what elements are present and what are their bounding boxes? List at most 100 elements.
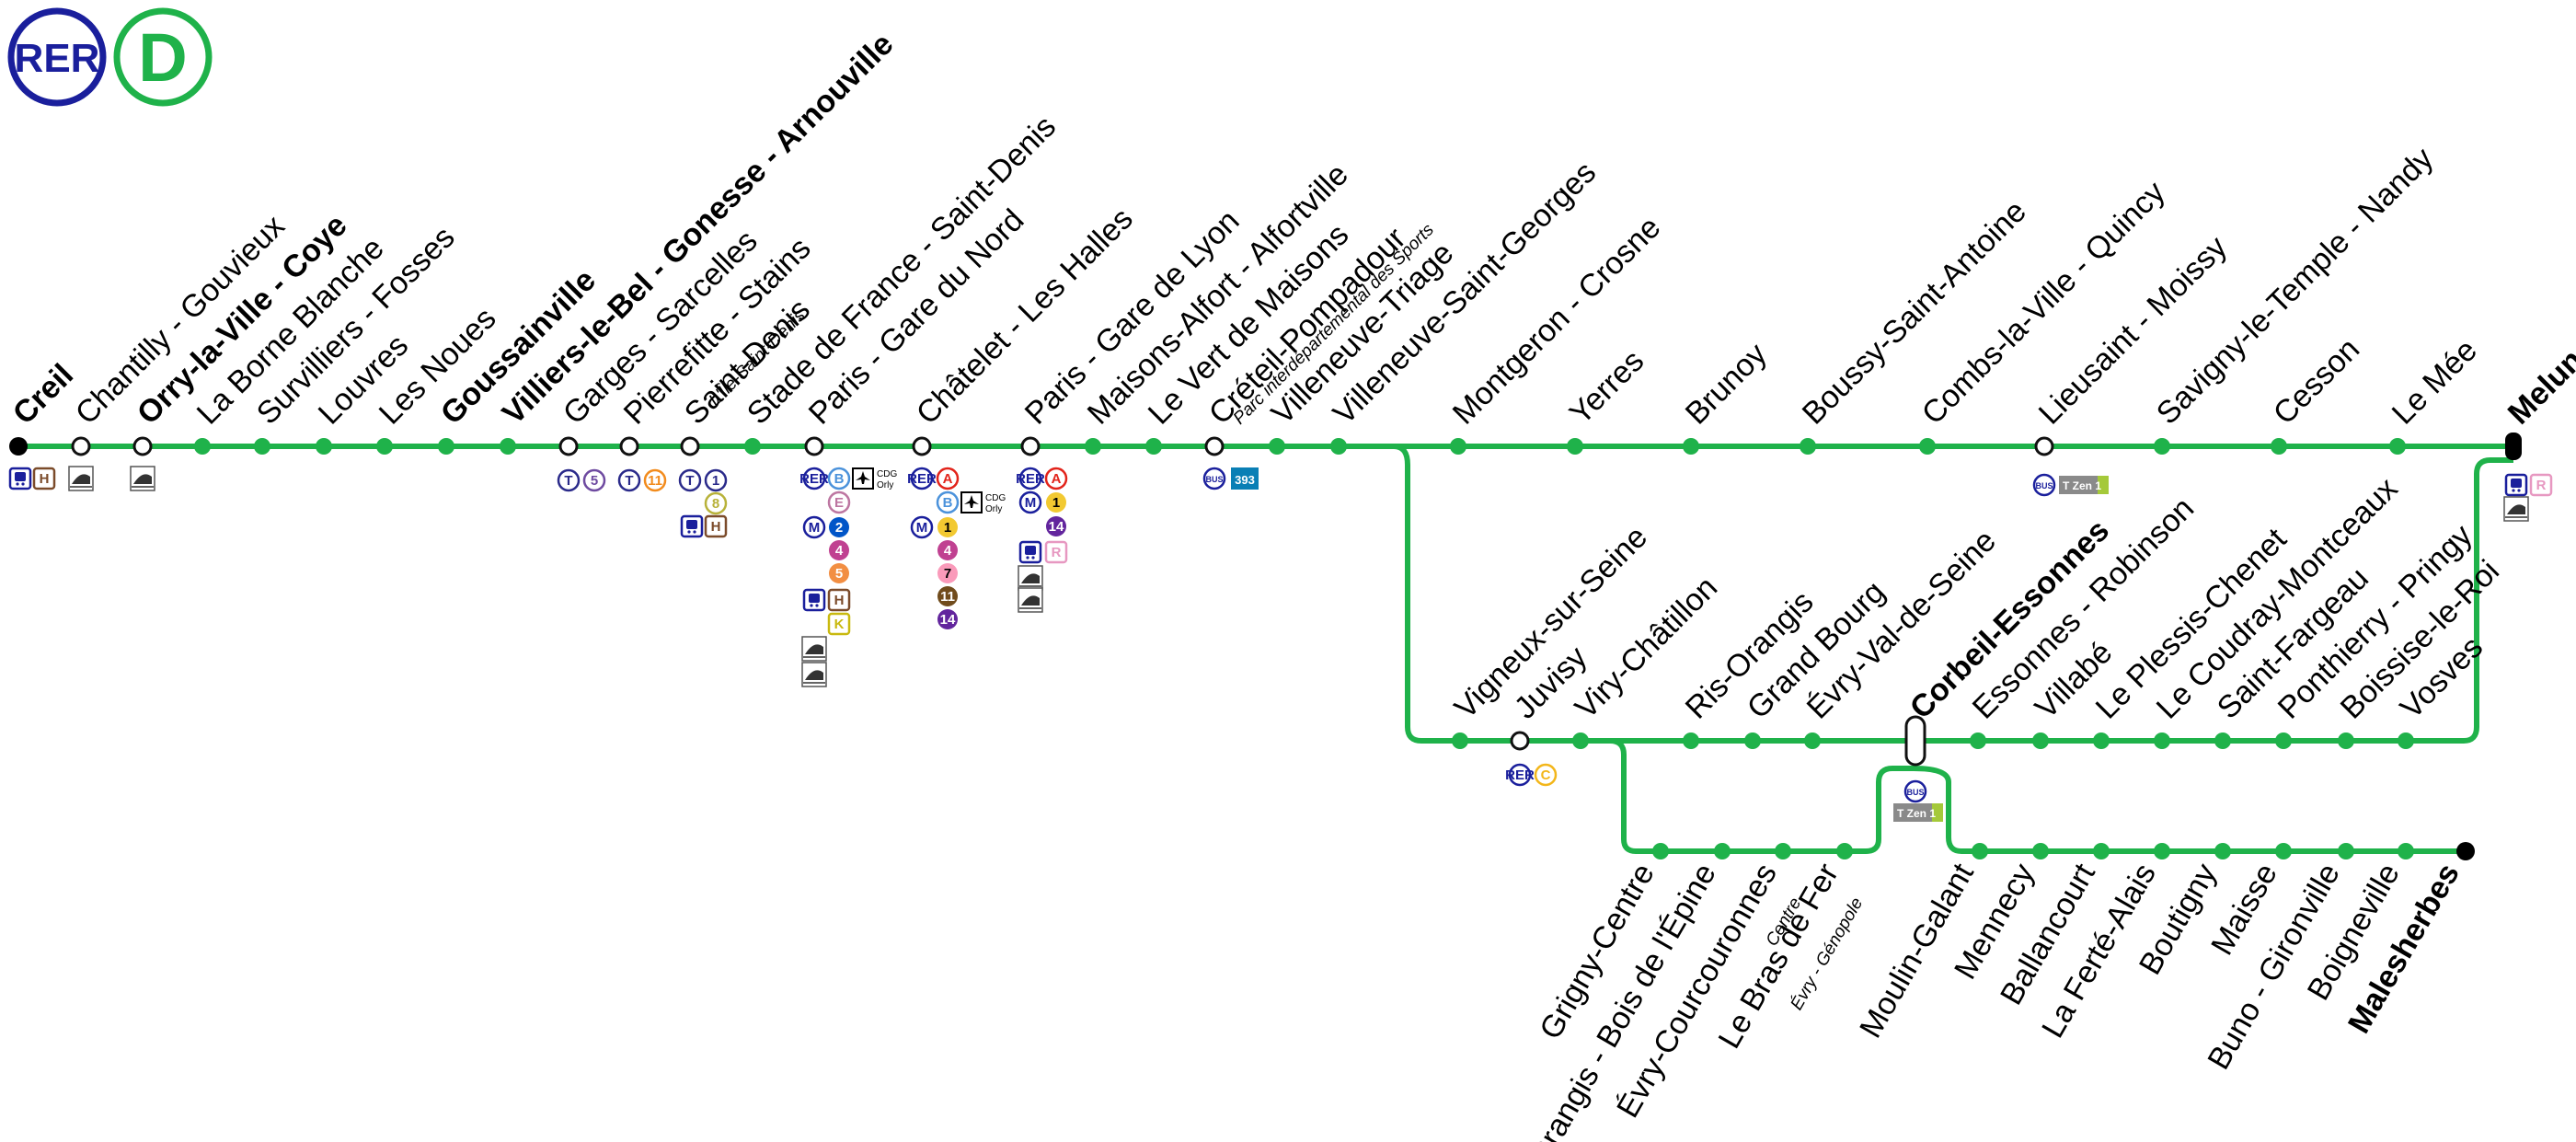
svg-text:E: E: [834, 495, 844, 511]
station-le-plessis-chenet: [2093, 732, 2110, 749]
station-louvres: [316, 438, 332, 455]
station-stade-de-france-saint-denis: [744, 438, 761, 455]
line-d-logo-text: D: [138, 19, 187, 96]
svg-text:1: 1: [1052, 495, 1060, 511]
correspondence-badge-t: T: [617, 468, 641, 492]
correspondence-square-r: R: [2529, 473, 2553, 497]
svg-text:T: T: [625, 473, 633, 489]
svg-text:R: R: [1052, 545, 1062, 560]
station-cesson: [2271, 438, 2287, 455]
svg-text:M: M: [916, 520, 928, 536]
station-le-mee: [2389, 438, 2406, 455]
svg-text:BUS: BUS: [1906, 788, 1924, 797]
station-savigny-le-temple-nandy: [2154, 438, 2170, 455]
transilien-train-icon: [8, 467, 32, 490]
station-melun: [2505, 433, 2522, 460]
correspondence-badge-t: T: [678, 468, 702, 492]
correspondence-badge-1: 1: [704, 468, 728, 492]
high-speed-train-icon: [130, 466, 155, 491]
svg-text:BUS: BUS: [1205, 475, 1223, 484]
station-ris-orangis: [1683, 732, 1699, 749]
station-villeneuve-triage: [1269, 438, 1285, 455]
station-saint-fargeau: [2214, 732, 2231, 749]
correspondence-square-h: H: [704, 514, 728, 538]
station-villeneuve-saint-georges: [1330, 438, 1347, 455]
station-orangis-bois-de-l-epine: [1714, 843, 1731, 859]
station-ponthierry-pringy: [2275, 732, 2292, 749]
correspondence-badge-a: A: [936, 467, 960, 490]
station-label-combs-la-ville-quincy: Combs-la-Ville - Quincy: [1915, 175, 2172, 432]
station-mennecy: [2032, 843, 2049, 859]
correspondence-square-h: H: [32, 467, 56, 490]
station-label-cesson: Cesson: [2267, 331, 2366, 431]
svg-text:T: T: [564, 473, 572, 489]
station-moulin-galant: [1972, 843, 1988, 859]
svg-text:7: 7: [944, 566, 951, 582]
correspondence-badge-rer: RER: [1505, 763, 1535, 787]
svg-text:M: M: [809, 520, 821, 536]
airport-label-cdg: CDG: [877, 469, 897, 479]
svg-text:RER: RER: [907, 471, 937, 487]
station-le-coudray-montceaux: [2154, 732, 2170, 749]
svg-text:RER: RER: [1505, 767, 1535, 783]
station-corbeil-essonnes: [1904, 715, 1926, 767]
station-garges-sarcelles: [558, 436, 579, 456]
station-label-yerres: Yerres: [1563, 343, 1650, 431]
station-la-ferte-alais: [2154, 843, 2170, 859]
correspondence-badge-7: 7: [937, 563, 958, 583]
station-label-le-mee: Le Mée: [2386, 333, 2484, 432]
station-lieusaint-moissy: [2034, 436, 2054, 456]
svg-text:H: H: [834, 593, 845, 608]
station-combs-la-ville-quincy: [1919, 438, 1936, 455]
station-grigny-centre: [1652, 843, 1669, 859]
svg-text:1: 1: [712, 473, 719, 489]
svg-text:H: H: [40, 471, 50, 487]
station-la-borne-blanche: [194, 438, 211, 455]
svg-text:4: 4: [835, 543, 844, 559]
station-le-bras-de-fer: [1836, 843, 1853, 859]
svg-text:T: T: [685, 473, 694, 489]
station-boigneville: [2398, 843, 2414, 859]
svg-text:T Zen 1: T Zen 1: [1897, 807, 1936, 820]
station-boussy-saint-antoine: [1800, 438, 1816, 455]
station-saint-denis: [680, 436, 700, 456]
correspondence-square-r: R: [1044, 540, 1068, 564]
correspondence-badge-1: 1: [1046, 492, 1066, 513]
correspondence-badge-b: B: [936, 490, 960, 514]
svg-text:RER: RER: [799, 471, 829, 487]
station-pierrefitte-stains: [619, 436, 639, 456]
svg-text:8: 8: [712, 496, 719, 512]
station-villiers-le-bel-gonesse-arnouville: [500, 438, 516, 455]
svg-text:H: H: [711, 519, 721, 535]
track-valley: [1393, 444, 2513, 744]
correspondence-badge-14: 14: [1046, 516, 1066, 536]
correspondence-badge-11: 11: [643, 468, 667, 492]
station-villabe: [2032, 732, 2049, 749]
svg-text:M: M: [1025, 495, 1037, 511]
svg-text:11: 11: [940, 589, 955, 605]
rer-logo: RER: [7, 7, 107, 107]
airport-label-orly: Orly: [985, 504, 1002, 514]
tzen-bus-line-badge: T Zen 1: [1893, 803, 1943, 822]
high-speed-train-icon: [801, 662, 827, 687]
track-malesherbes-branch: [1913, 766, 2466, 854]
airport-label-cdg: CDG: [985, 493, 1006, 503]
station-evry-courcouronnes: [1775, 843, 1791, 859]
bus-icon: BUS: [2032, 473, 2056, 497]
correspondence-badge-rer: RER: [907, 467, 937, 490]
station-label-melun: Melun: [2501, 342, 2576, 431]
correspondence-badge-b: B: [827, 467, 851, 490]
bus-icon: BUS: [1202, 467, 1226, 490]
station-brunoy: [1683, 438, 1699, 455]
correspondence-badge-rer: RER: [799, 467, 829, 490]
station-les-noues: [376, 438, 393, 455]
stations: [9, 433, 2522, 860]
station-malesherbes: [2456, 842, 2475, 860]
svg-text:11: 11: [648, 473, 662, 489]
station-vosves: [2398, 732, 2414, 749]
correspondence-badge-m: M: [1018, 490, 1042, 514]
